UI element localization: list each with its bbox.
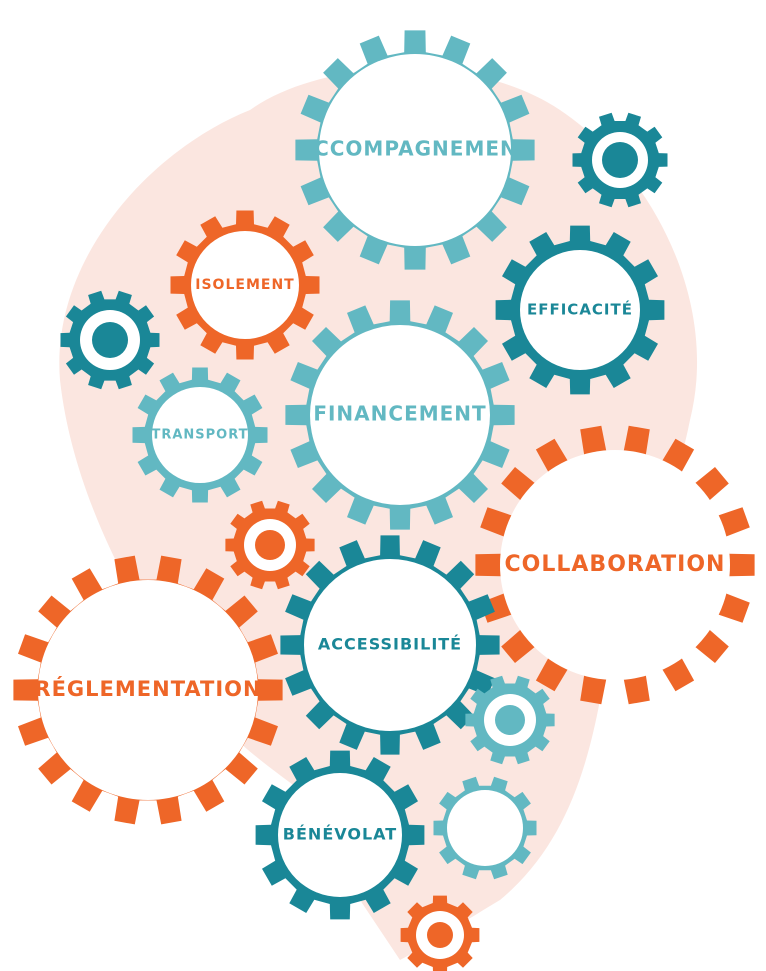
small-gear-bottom-orange [400, 895, 480, 971]
gear-reglementation: RÉGLEMENTATION [13, 555, 283, 825]
gear-transport: TRANSPORT [132, 367, 268, 503]
gear-isolement: ISOLEMENT [170, 210, 320, 360]
gear-label-collaboration: COLLABORATION [505, 552, 726, 577]
small-gear-top-right [572, 112, 668, 208]
gear-benevolat: BÉNÉVOLAT [255, 750, 425, 920]
small-gear-lower-light [433, 776, 537, 880]
small-gear-left [60, 290, 160, 390]
gear-label-reglementation: RÉGLEMENTATION [34, 676, 261, 701]
gear-financement: FINANCEMENT [285, 300, 515, 530]
gear-collaboration: COLLABORATION [475, 425, 755, 705]
gear-accessibilite: ACCESSIBILITÉ [280, 535, 500, 755]
small-gear-center-orange [225, 500, 315, 590]
gear-efficacite: EFFICACITÉ [495, 225, 665, 395]
gear-label-accompagnement: ACCOMPAGNEMENT [298, 137, 533, 161]
gear-label-efficacite: EFFICACITÉ [527, 300, 633, 319]
small-gear-lower-teal [465, 675, 555, 765]
gear-label-isolement: ISOLEMENT [195, 277, 294, 293]
gear-label-financement: FINANCEMENT [313, 402, 486, 426]
gear-label-transport: TRANSPORT [151, 428, 248, 443]
gear-label-benevolat: BÉNÉVOLAT [283, 825, 397, 844]
gear-label-accessibilite: ACCESSIBILITÉ [318, 635, 462, 654]
gear-accompagnement: ACCOMPAGNEMENT [295, 30, 535, 270]
